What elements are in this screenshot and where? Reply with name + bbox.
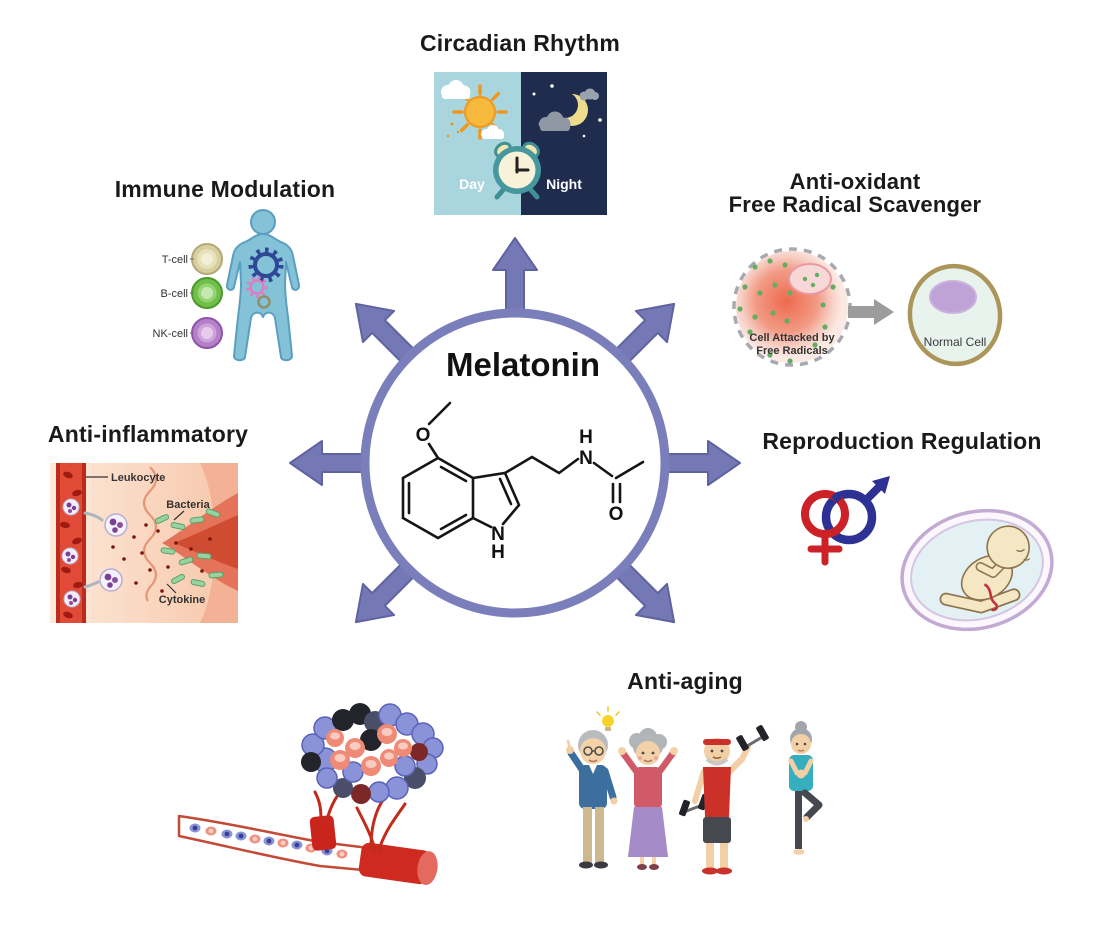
bcell-icon [191,277,223,309]
cloud-icon [579,88,599,101]
tissue-wavy-line [142,466,158,602]
radial-arrow-left [289,440,403,486]
male-symbol-icon [821,476,890,545]
night-label: Night [546,176,582,192]
atom-carbonyl-o: O [609,504,624,525]
normal-cell-icon: Normal Cell [907,263,1003,367]
leukocyte-icon [99,513,128,592]
melatonin-molecule-structure: O N H H N O [401,401,645,563]
leukocyte-icons-in-vessel [61,498,81,608]
atom-methoxy-o: O [416,425,431,446]
cloud-icon [539,111,571,131]
cloud-icon [441,80,471,99]
vessel-stub-icons [309,815,438,885]
antioxidant-title-line1: Anti-oxidant [789,169,921,194]
fetus-icon [900,508,1054,632]
reproduction-title: Reproduction Regulation [762,428,1042,454]
immune-title: Immune Modulation [114,176,336,202]
sun-speck-dots [446,122,460,138]
free-radical-dots [737,258,836,364]
transition-arrow-icon [848,299,894,325]
bcell-label: B-cell [160,288,188,300]
tcell-label: T-cell [162,254,188,266]
red-blood-cells [60,471,83,619]
bacteria-icons [154,508,224,587]
elderly-woman-icon [618,728,678,870]
radial-arrow-up [492,237,538,351]
tumor-icon [301,703,444,804]
elderly-man-icon [566,706,620,869]
atom-amide-h: H [579,427,593,448]
cytokine-pointer-line [166,583,177,594]
melatonin-title: Melatonin [446,346,600,383]
nkcell-icon [191,317,223,349]
wound-icon [162,493,238,591]
cloud-icon [481,125,504,139]
migration-arrows [83,511,104,589]
yoga-woman-icon [788,721,823,855]
small-cell-ring-icon [257,295,271,309]
tumor-red-cells [326,724,412,776]
normal-cell-label: Normal Cell [924,335,987,349]
cytokine-label: Cytokine [159,594,205,606]
nkcell-label: NK-cell [153,328,188,340]
attacked-cell-icon: Cell Attacked by Free Radicals [732,247,852,367]
circadian-title: Circadian Rhythm [419,30,620,56]
umbilical-cord [983,583,999,612]
ring-interlock [830,491,843,503]
bacteria-label: Bacteria [166,499,210,511]
antioxidant-title-line2: Free Radical Scavenger [728,192,982,217]
day-label: Day [459,176,485,192]
leukocyte-label: Leukocyte [111,472,165,484]
circulating-cells [189,823,348,859]
aging-illustration [566,706,823,875]
atom-indole-h: H [491,542,505,563]
attacked-cell-label-line2: Free Radicals [756,345,828,357]
immune-illustration: T-cell B-cell NK-cell [153,209,301,362]
inflammation-title: Anti-inflammatory [47,421,249,447]
tumor-vessel-illustration [177,703,444,885]
female-symbol-icon [801,490,849,566]
atom-amide-n: N [579,448,593,469]
tcell-icon [191,243,223,275]
lightbulb-icon [596,706,620,731]
exercising-man-icon [679,725,769,875]
star-icons [532,84,602,138]
bacteria-pointer-line [173,510,185,521]
day-night-illustration: Day Night [434,72,607,215]
alarm-clock-icon [493,141,541,200]
inflammation-illustration: Leukocyte Bacteria Cytokine [50,463,238,623]
aging-title: Anti-aging [627,668,743,694]
reproduction-illustration [801,476,1054,632]
antioxidant-illustration: Cell Attacked by Free Radicals Normal Ce… [732,247,1003,367]
pink-gear-icon [246,276,268,298]
blood-vessel-icon [56,463,86,623]
cytokine-dots [111,523,212,593]
dumbbell-icon [726,725,769,775]
attacked-cell-label-line1: Cell Attacked by [749,332,835,344]
gear-icon [248,247,284,283]
